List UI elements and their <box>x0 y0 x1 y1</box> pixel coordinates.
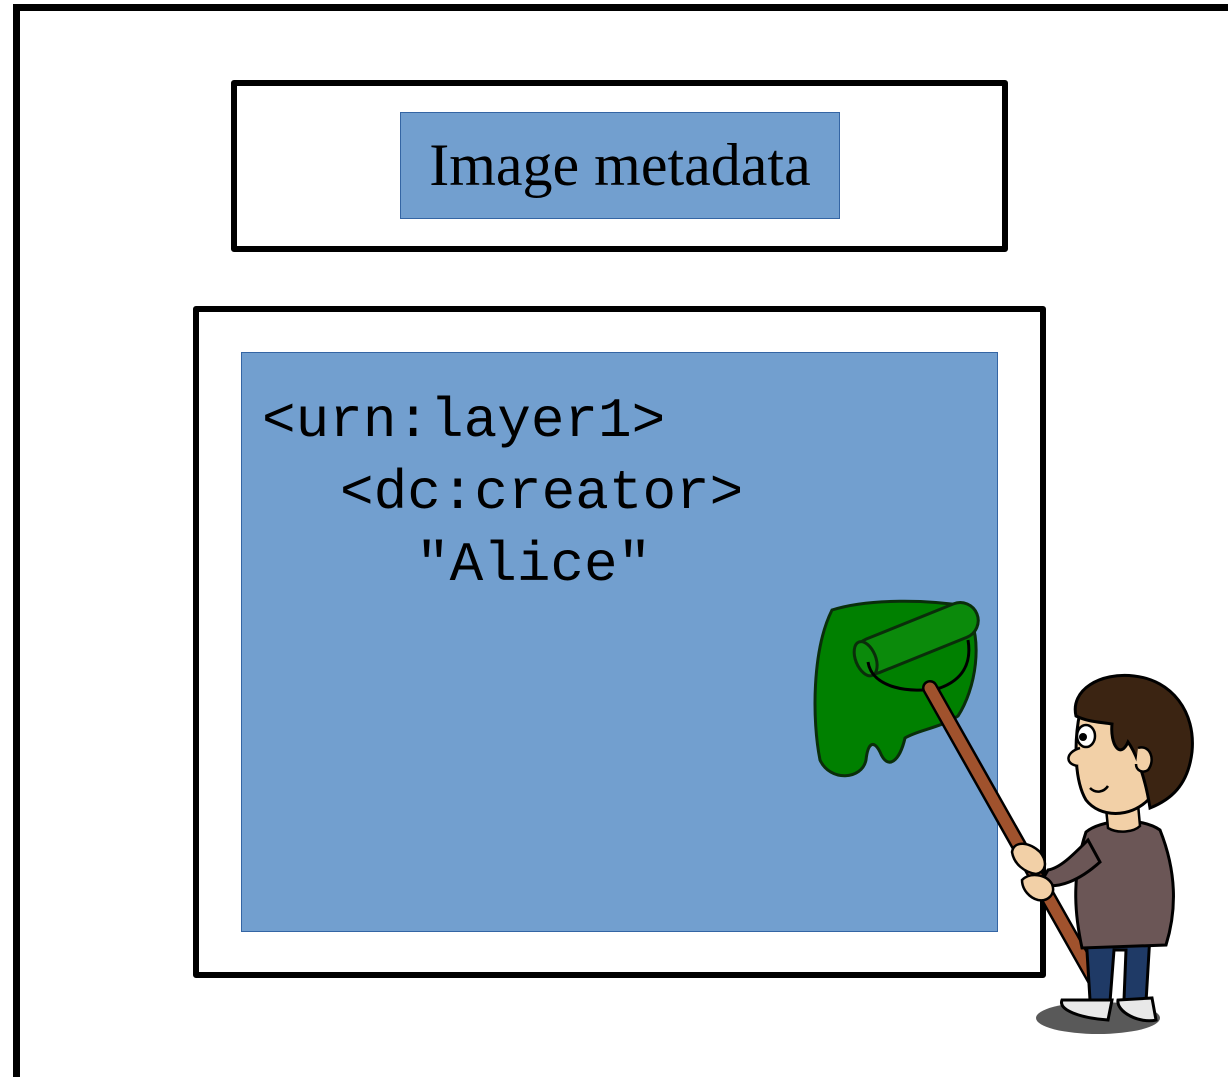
roller-frame <box>866 639 971 692</box>
left-shoe <box>1060 998 1114 1022</box>
lower-hand <box>1020 873 1055 902</box>
paint-roller <box>852 601 980 678</box>
code-line-value: "Alice" <box>416 533 652 597</box>
shirt <box>1074 819 1175 950</box>
code-line-predicate: <dc:creator> <box>340 461 744 525</box>
ear <box>1134 746 1153 773</box>
metadata-title: Image metadata <box>400 112 840 219</box>
code-line-layer: <urn:layer1> <box>262 389 666 453</box>
nose <box>1067 746 1081 768</box>
painter-with-paint-roller-icon <box>813 599 1194 1034</box>
right-shoe <box>1116 996 1158 1023</box>
upper-hand <box>1010 842 1047 876</box>
hair <box>1073 673 1194 811</box>
mouth <box>1089 785 1110 793</box>
